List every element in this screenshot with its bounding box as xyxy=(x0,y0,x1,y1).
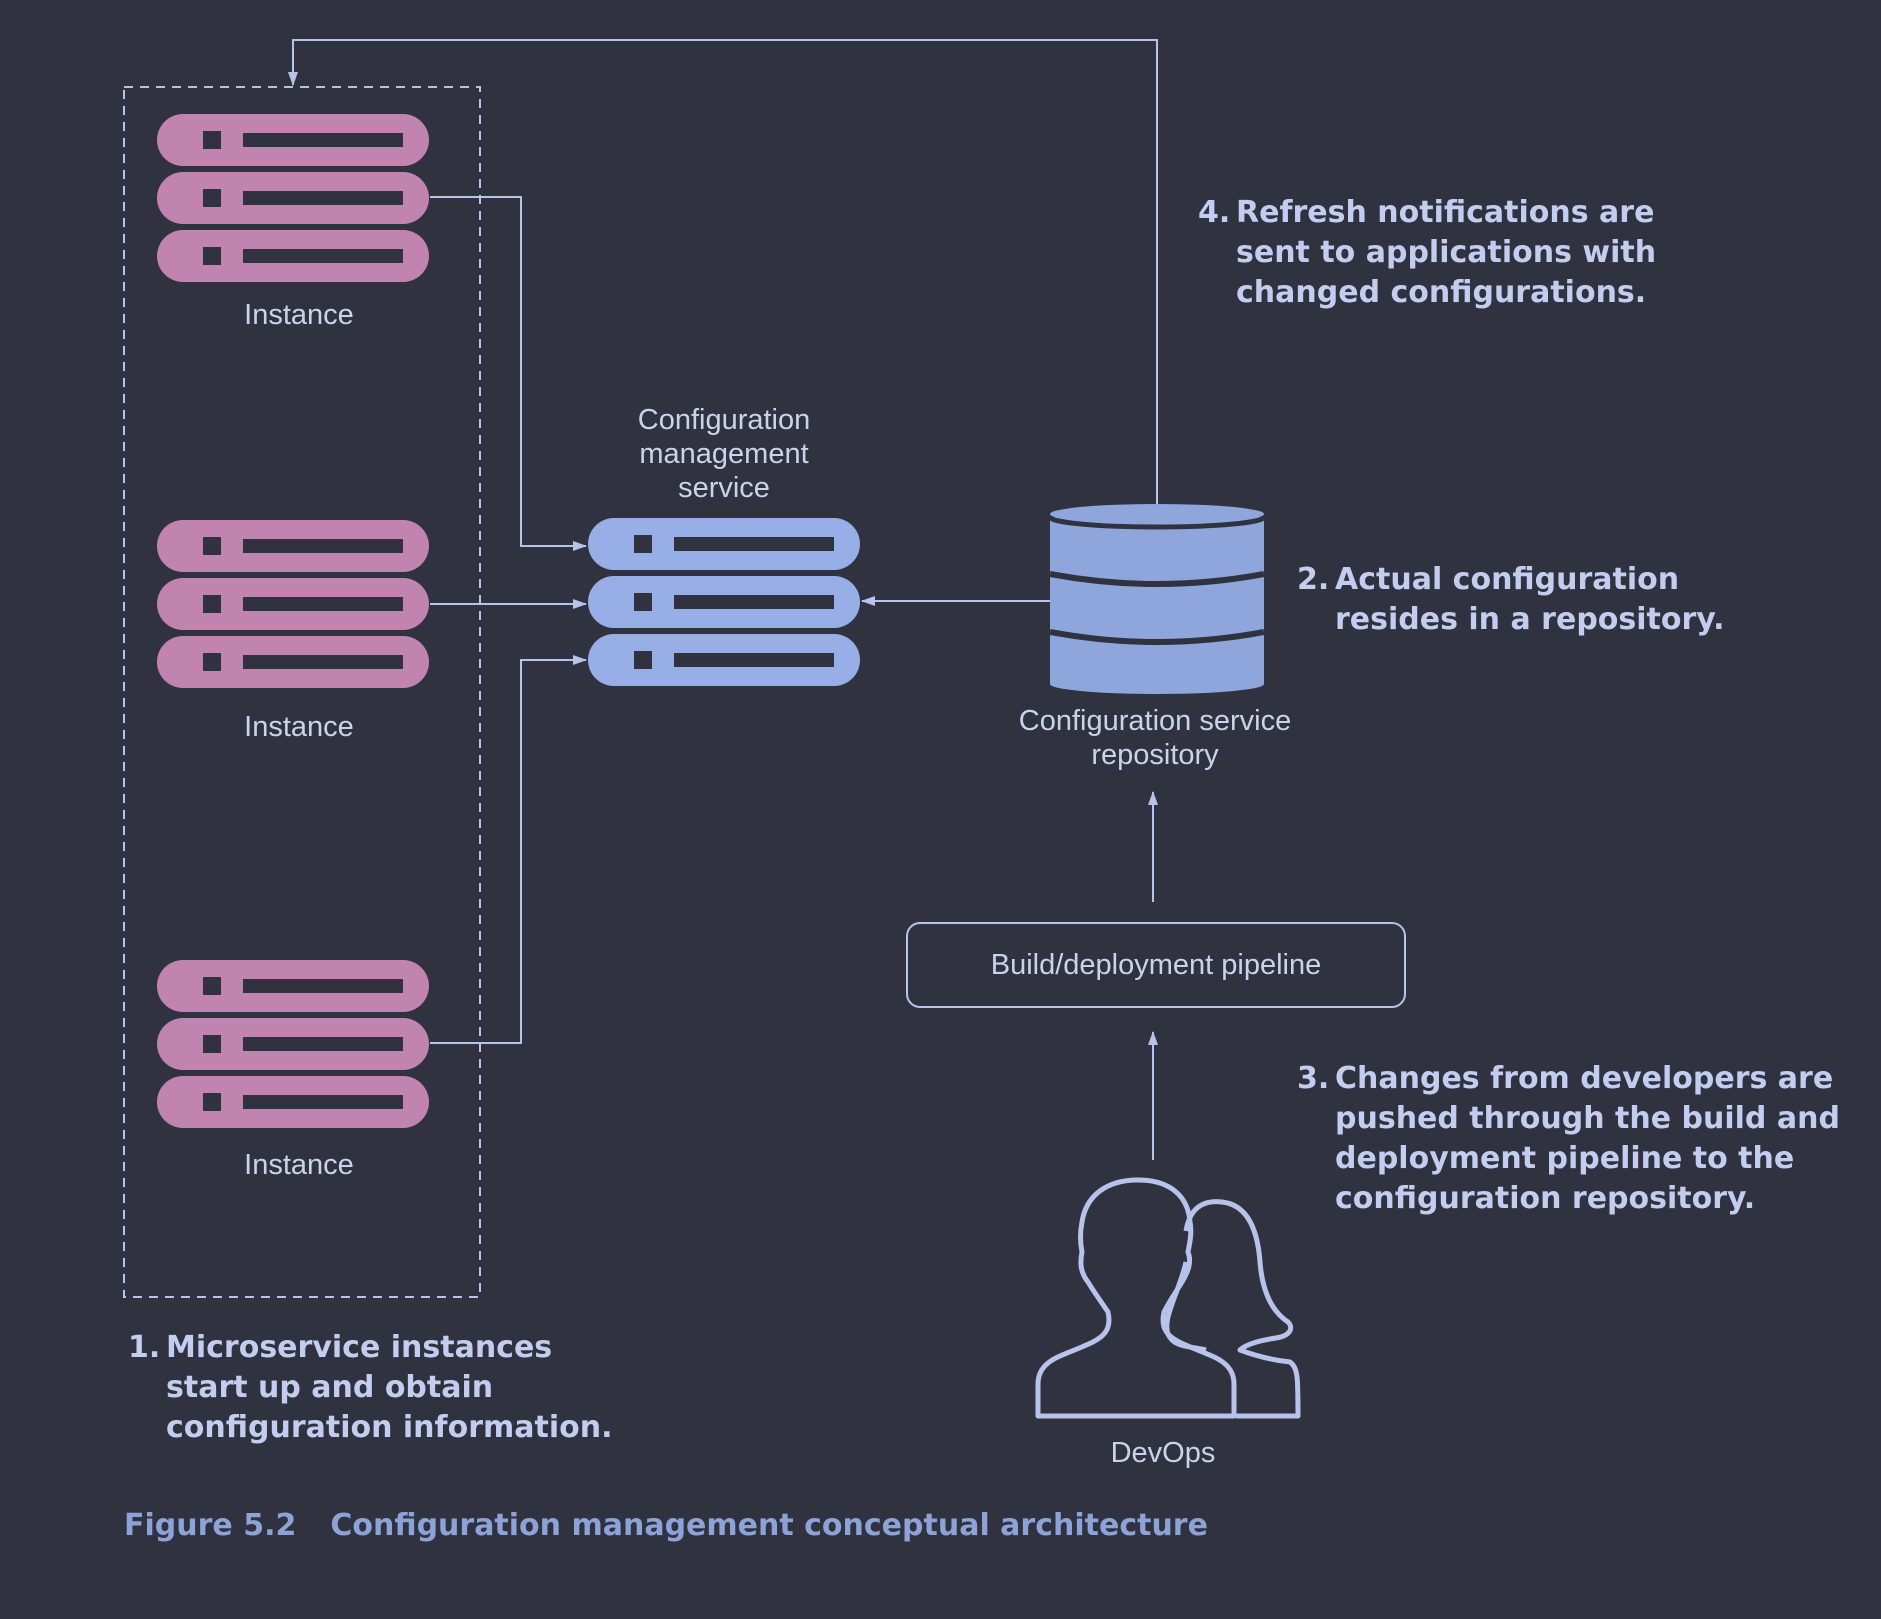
repository-label-line1: Configuration service xyxy=(1018,705,1292,737)
arrow-instance1-to-service xyxy=(430,196,587,551)
instance-label-1: Instance xyxy=(244,299,354,331)
devops-people-icon xyxy=(1035,1177,1301,1419)
note-1: 1.Microservice instances start up and ob… xyxy=(128,1328,612,1448)
figure-caption: Figure 5.2 Configuration management conce… xyxy=(124,1508,1208,1543)
config-service-label-line3: service xyxy=(678,472,770,504)
devops-label: DevOps xyxy=(1110,1437,1216,1469)
config-service-label-line1: Configuration xyxy=(637,404,811,436)
pipeline-label: Build/deployment pipeline xyxy=(990,948,1322,981)
note-2-number: 2. xyxy=(1297,562,1330,597)
instance-server-icon-3 xyxy=(157,960,429,1128)
note-2-line1: Actual configuration xyxy=(1335,562,1680,597)
build-deployment-pipeline-box: Build/deployment pipeline xyxy=(906,922,1406,1008)
config-service-server-icon xyxy=(588,518,860,686)
arrow-instance3-to-service xyxy=(430,655,587,1044)
figure-title: Configuration management conceptual arch… xyxy=(330,1508,1208,1543)
note-3-line3: deployment pipeline to the xyxy=(1335,1141,1795,1176)
note-1-line2: start up and obtain xyxy=(166,1370,494,1405)
arrow-repo-refresh-to-instances xyxy=(288,39,1158,504)
config-service-label: Configuration management service xyxy=(574,403,874,505)
note-1-line1: Microservice instances xyxy=(166,1330,553,1365)
note-3-number: 3. xyxy=(1297,1061,1330,1096)
note-4-line2: sent to applications with xyxy=(1236,235,1657,270)
repository-label-line2: repository xyxy=(1091,739,1219,771)
note-4-line1: Refresh notifications are xyxy=(1236,195,1655,230)
instance-server-icon-1 xyxy=(157,114,429,282)
note-4-line3: changed configurations. xyxy=(1236,275,1647,310)
note-2-line2: resides in a repository. xyxy=(1335,602,1725,637)
database-icon xyxy=(1047,504,1267,694)
note-4-number: 4. xyxy=(1198,195,1231,230)
note-3: 3.Changes from developers are pushed thr… xyxy=(1297,1059,1840,1219)
instance-label-2: Instance xyxy=(244,711,354,743)
note-3-line2: pushed through the build and xyxy=(1335,1101,1840,1136)
figure-number: Figure 5.2 xyxy=(124,1508,297,1543)
repository-label: Configuration service repository xyxy=(980,704,1330,772)
note-4: 4.Refresh notifications are sent to appl… xyxy=(1198,193,1656,313)
note-1-number: 1. xyxy=(128,1330,161,1365)
note-2: 2.Actual configuration resides in a repo… xyxy=(1297,560,1725,640)
note-1-line3: configuration information. xyxy=(166,1410,613,1445)
note-3-line1: Changes from developers are xyxy=(1335,1061,1834,1096)
config-service-label-line2: management xyxy=(639,438,809,470)
instance-label-3: Instance xyxy=(244,1149,354,1181)
instance-group-box xyxy=(123,86,481,1298)
note-3-line4: configuration repository. xyxy=(1335,1181,1756,1216)
instance-server-icon-2 xyxy=(157,520,429,688)
